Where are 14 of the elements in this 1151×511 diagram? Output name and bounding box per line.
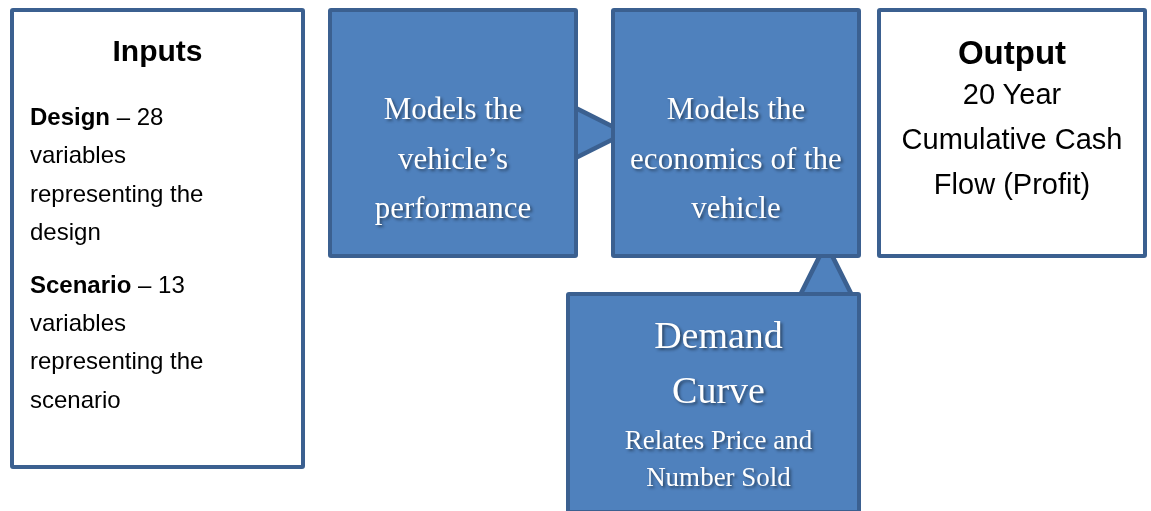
heading: Output [957,34,1067,72]
process-box [328,8,578,258]
heading: Inputs [112,34,203,68]
process-box [566,292,861,511]
description: Models the vehicle’s performance [373,90,533,228]
description: Models the economics of the vehicle [629,90,843,228]
info-box [10,8,305,469]
description: Relates Price and Number Sold [623,424,814,494]
heading: Demand Curve [653,313,784,414]
process-box [611,8,861,258]
description: Scenario – 13 variables representing the scenario [29,269,205,415]
description: Design – 28 variables representing the design [29,102,205,248]
info-box [877,8,1147,258]
description: 20 Year Cumulative Cash Flow (Profit) [900,77,1124,202]
